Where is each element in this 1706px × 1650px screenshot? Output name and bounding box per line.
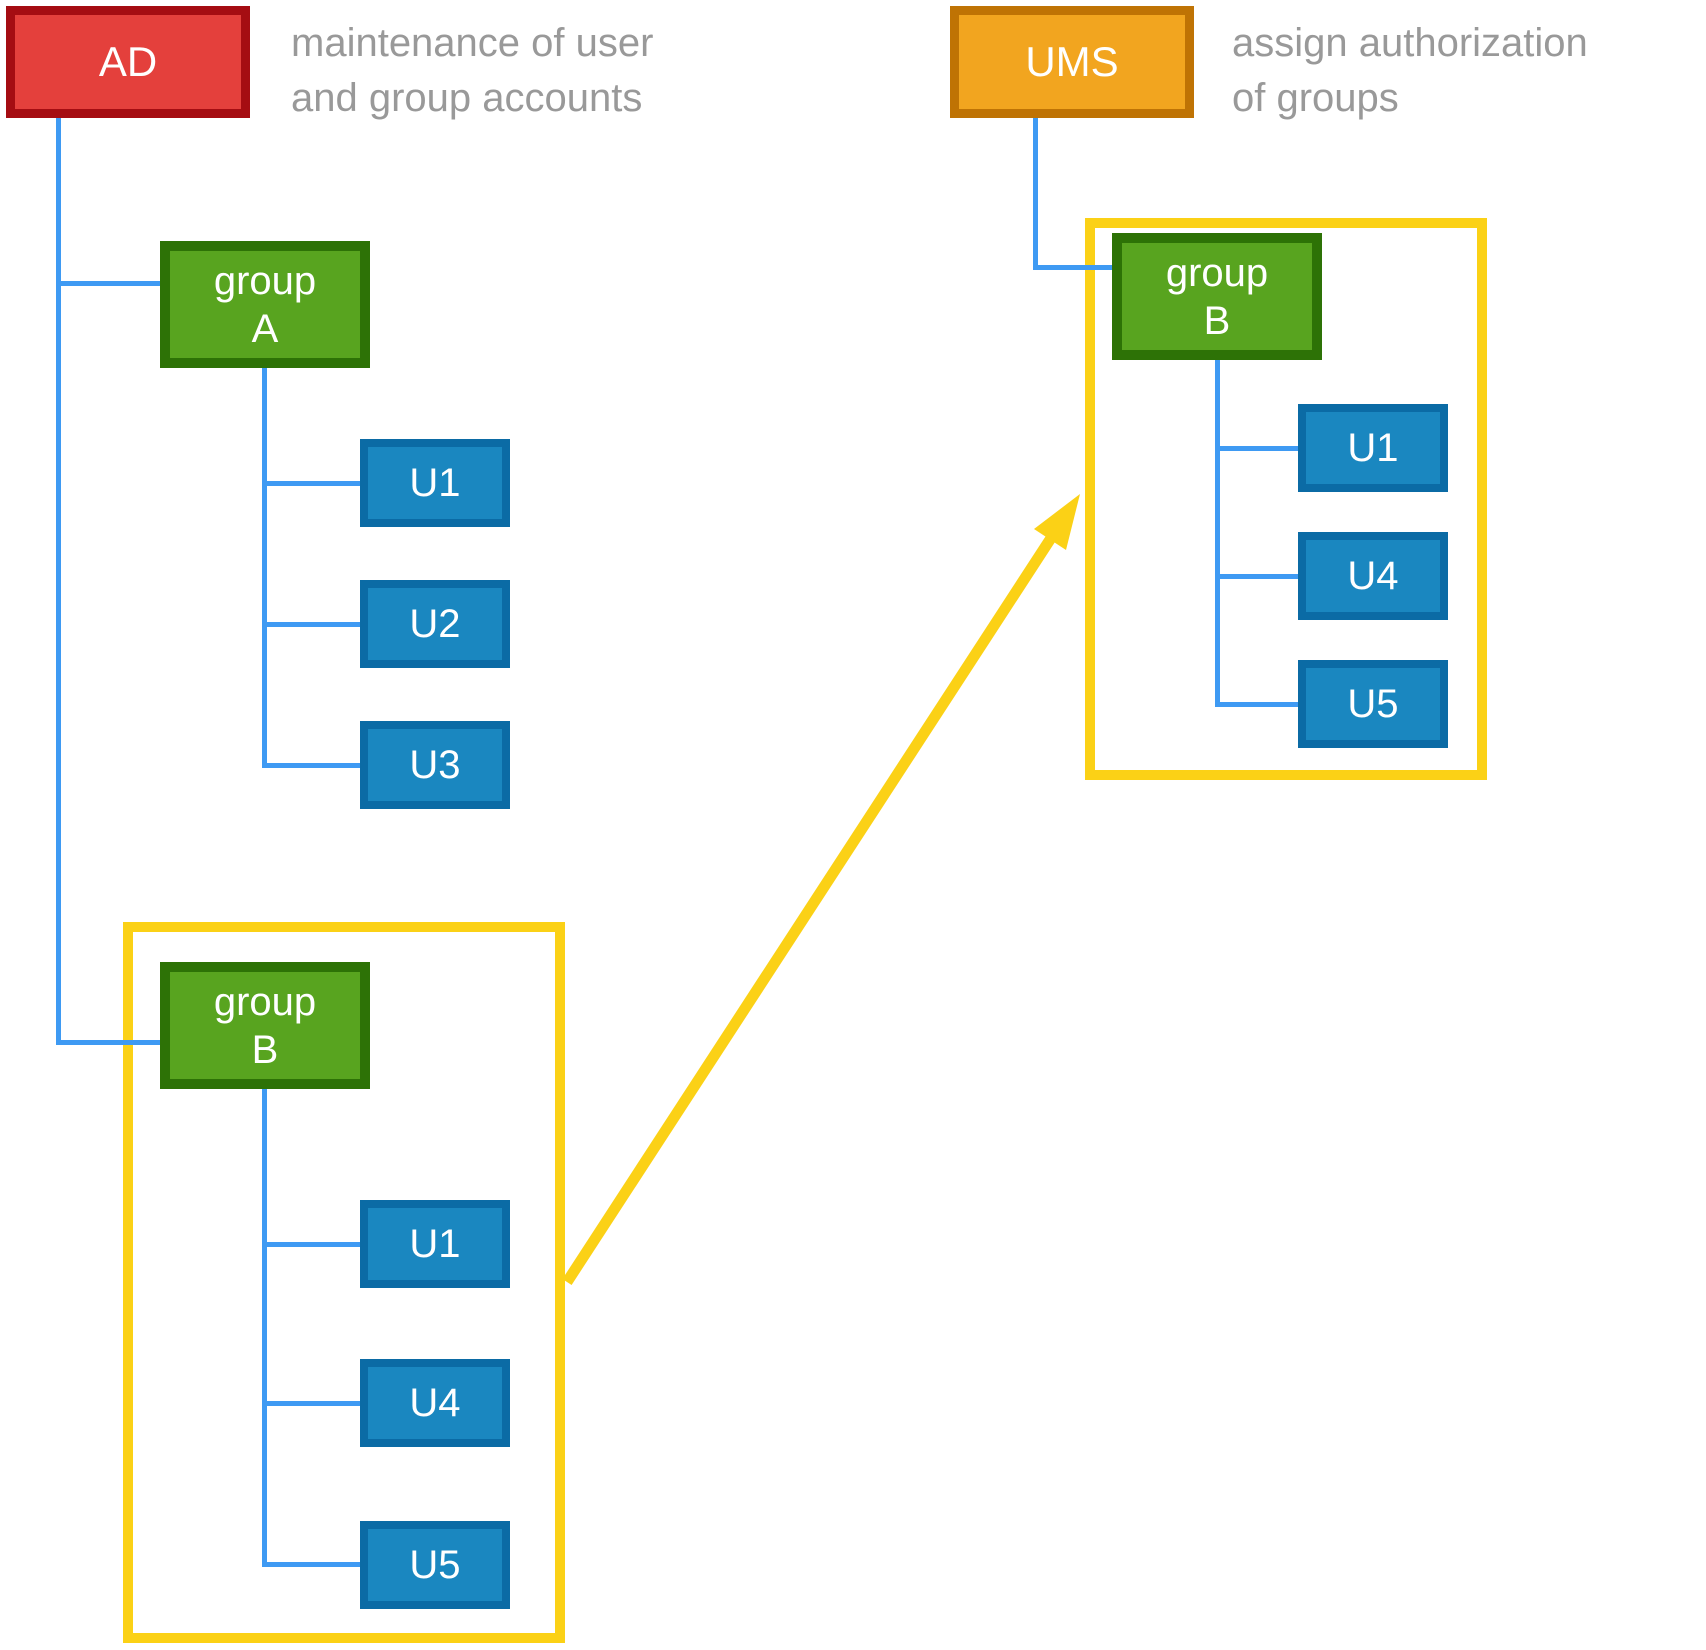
connector-group-a-trunk <box>262 368 267 767</box>
connector-group-b-left-to-u5 <box>262 1562 360 1567</box>
group-b-target-u5-box: U5 <box>1298 660 1448 748</box>
group-b-source-u5-box: U5 <box>360 1521 510 1609</box>
connector-group-b-right-trunk <box>1215 360 1220 706</box>
ums-caption-line1: assign authorization <box>1232 21 1588 65</box>
group-b-target-u4-label: U4 <box>1347 553 1399 598</box>
group-b-target-label-word: group <box>1165 250 1269 295</box>
connector-ums-trunk <box>1033 118 1038 270</box>
connector-group-b-left-to-u1 <box>262 1242 360 1247</box>
group-b-source-u4-label: U4 <box>409 1380 461 1425</box>
ad-caption: maintenance of user and group accounts <box>291 16 653 126</box>
ad-caption-line1: maintenance of user <box>291 21 654 65</box>
group-b-source-u4-box: U4 <box>360 1359 510 1447</box>
connector-group-a-to-u3 <box>262 763 360 768</box>
group-b-target-u1-label: U1 <box>1347 425 1399 470</box>
group-a-u2-label: U2 <box>409 601 461 646</box>
group-a-u1-box: U1 <box>360 439 510 527</box>
group-b-source-box: group B <box>160 962 370 1089</box>
group-a-u3-label: U3 <box>409 742 461 787</box>
group-b-target-u1-box: U1 <box>1298 404 1448 492</box>
group-b-target-label-letter: B <box>1203 298 1231 343</box>
ums-label: UMS <box>1025 38 1119 85</box>
group-b-source-u1-label: U1 <box>409 1221 461 1266</box>
group-b-target-box: group B <box>1112 233 1322 360</box>
connector-group-a-to-u1 <box>262 481 360 486</box>
connector-ad-to-group-a <box>56 281 160 286</box>
group-a-u2-box: U2 <box>360 580 510 668</box>
connector-ad-trunk <box>56 118 61 1044</box>
group-b-target-u5-label: U5 <box>1347 681 1399 726</box>
group-a-label-letter: A <box>251 306 279 351</box>
assignment-arrow-shaft <box>562 532 1058 1285</box>
connector-group-b-left-to-u4 <box>262 1401 360 1406</box>
ad-caption-line2: and group accounts <box>291 76 643 120</box>
ums-box: UMS <box>950 6 1194 118</box>
ad-label: AD <box>98 38 158 85</box>
connector-group-b-right-to-u4 <box>1215 574 1298 579</box>
group-b-target-u4-box: U4 <box>1298 532 1448 620</box>
connector-ums-to-group-b <box>1033 265 1112 270</box>
group-a-box: group A <box>160 241 370 368</box>
highlight-group-b-source <box>123 922 565 1643</box>
ums-caption-line2: of groups <box>1232 76 1399 120</box>
connector-ad-to-group-b <box>56 1040 160 1045</box>
ums-caption: assign authorization of groups <box>1232 16 1588 126</box>
connector-group-b-right-to-u1 <box>1215 446 1298 451</box>
assignment-arrow-head <box>1034 494 1080 550</box>
group-b-source-label-letter: B <box>251 1027 279 1072</box>
group-b-source-u1-box: U1 <box>360 1200 510 1288</box>
connector-group-b-left-trunk <box>262 1089 267 1567</box>
connector-group-b-right-to-u5 <box>1215 702 1298 707</box>
group-a-u3-box: U3 <box>360 721 510 809</box>
connector-group-a-to-u2 <box>262 622 360 627</box>
group-b-source-u5-label: U5 <box>409 1542 461 1587</box>
group-a-label-word: group <box>213 258 317 303</box>
group-b-source-label-word: group <box>213 979 317 1024</box>
group-a-u1-label: U1 <box>409 460 461 505</box>
ad-box: AD <box>6 6 250 118</box>
highlight-group-b-target <box>1085 218 1487 780</box>
